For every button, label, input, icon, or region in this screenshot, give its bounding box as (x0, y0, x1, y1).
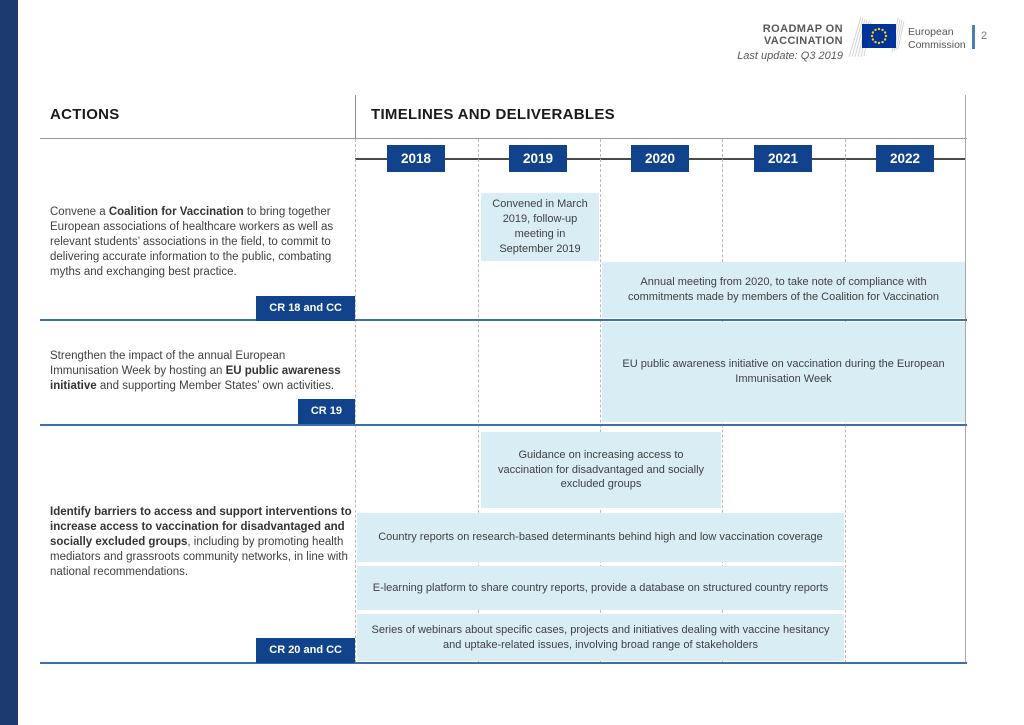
page-number: 2 (981, 30, 988, 42)
deliverable-box-elearning: E-learning platform to share country rep… (357, 566, 844, 610)
commitment-badge-cr18: CR 18 and CC (256, 296, 355, 321)
action-text-access-barriers: Identify barriers to access and support … (50, 506, 352, 578)
year-label-2022: 2022 (876, 145, 934, 172)
european-commission-label: European Commission (908, 26, 966, 52)
year-label-2019: 2019 (509, 145, 567, 172)
year-gridline-2018 (355, 139, 356, 663)
left-accent-bar (0, 0, 18, 725)
year-label-2018: 2018 (387, 145, 445, 172)
header-column-separator (355, 95, 356, 138)
last-update-label: Last update: Q3 2019 (737, 50, 843, 62)
header-divider-bar (972, 25, 975, 49)
commitment-badge-cr20: CR 20 and CC (256, 638, 355, 663)
deliverable-box-annual-meeting: Annual meeting from 2020, to take note o… (602, 262, 965, 318)
document-header: ROADMAP ON VACCINATION Last update: Q3 2… (690, 23, 843, 62)
deliverable-box-country-reports: Country reports on research-based determ… (357, 513, 844, 562)
year-label-2020: 2020 (631, 145, 689, 172)
row-divider (40, 662, 967, 664)
deliverable-box-webinars: Series of webinars about specific cases,… (357, 614, 844, 661)
action-text-immunisation-week: Strengthen the impact of the annual Euro… (50, 350, 341, 392)
table-right-border (965, 95, 966, 663)
deliverable-box-guidance: Guidance on increasing access to vaccina… (481, 432, 721, 508)
year-gridline-2019 (478, 139, 479, 663)
document-title: ROADMAP ON VACCINATION (762, 23, 843, 47)
european-commission-flag-icon (848, 16, 906, 63)
actions-column-header: ACTIONS (50, 106, 120, 123)
deliverable-box-eu-awareness: EU public awareness initiative on vaccin… (602, 322, 965, 422)
timelines-column-header: TIMELINES AND DELIVERABLES (371, 106, 615, 123)
header-underline (40, 138, 967, 139)
deliverable-box-coalition-meetings: Convened in March 2019, follow-up meetin… (481, 193, 599, 261)
commitment-badge-cr19: CR 19 (297, 399, 355, 424)
year-label-2021: 2021 (754, 145, 812, 172)
year-gridline-2020 (600, 139, 601, 663)
row-divider (40, 424, 967, 426)
row-divider (40, 319, 967, 321)
action-text-coalition: Convene a Coalition for Vaccination to b… (50, 206, 334, 278)
